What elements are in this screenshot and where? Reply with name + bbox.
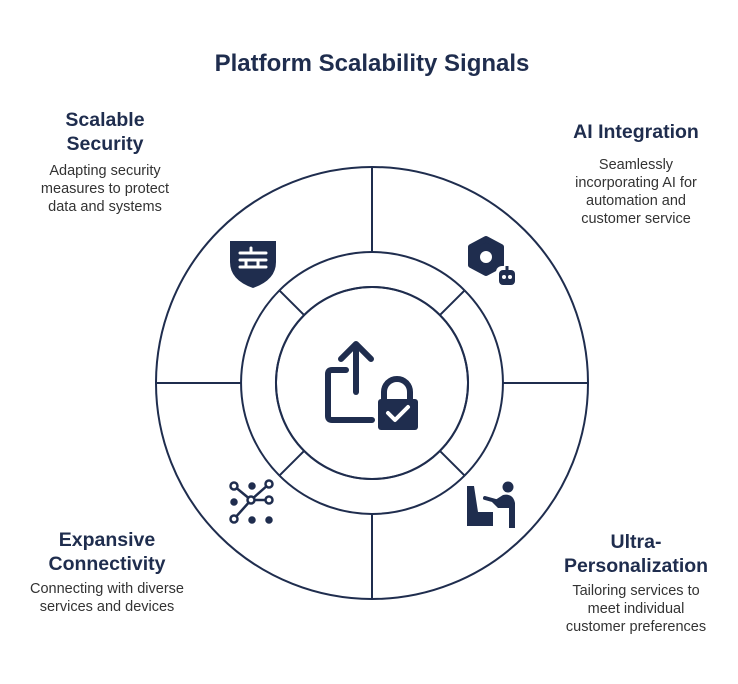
feature-heading: AI Integration [556, 120, 716, 144]
hexagon-robot-icon [468, 236, 518, 286]
network-nodes-icon [229, 479, 274, 524]
firewall-shield-icon [230, 241, 276, 288]
page-title: Platform Scalability Signals [214, 50, 530, 77]
description-line: Seamlessly [598, 157, 674, 173]
feature-description: Tailoring services to meet individual cu… [556, 582, 716, 636]
description-line: Connecting with diverse [30, 581, 184, 597]
person-chair-icon [467, 481, 515, 528]
description-line: automation and [586, 193, 686, 209]
feature-description: Seamlessly incorporating AI for automati… [556, 156, 716, 228]
feature-ultra-personalization: Ultra- Personalization Tailoring service… [556, 530, 716, 636]
feature-heading: Ultra- Personalization [556, 530, 716, 578]
feature-heading: Scalable Security [30, 108, 180, 156]
middle-ring [240, 251, 504, 515]
feature-description: Adapting security measures to protect da… [30, 162, 180, 216]
heading-line: Scalable [65, 109, 145, 131]
share-lock-icon [325, 341, 418, 430]
feature-heading: Expansive Connectivity [22, 528, 192, 576]
heading-line: Connectivity [48, 553, 166, 575]
heading-line: Expansive [58, 529, 156, 551]
description-line: measures to protect [40, 181, 170, 197]
feature-description: Connecting with diverse services and dev… [22, 580, 192, 616]
heading-line: AI Integration [573, 121, 699, 143]
feature-ai-integration: AI Integration Seamlessly incorporating … [556, 120, 716, 228]
heading-line: Ultra- [610, 531, 662, 553]
description-line: Adapting security [49, 163, 161, 179]
heading-line: Security [66, 133, 144, 155]
description-line: customer preferences [565, 619, 707, 635]
feature-scalable-security: Scalable Security Adapting security meas… [30, 108, 180, 216]
description-line: services and devices [39, 599, 175, 615]
description-line: Tailoring services to [572, 583, 700, 599]
heading-line: Personalization [563, 555, 709, 577]
description-line: customer service [581, 211, 691, 227]
feature-expansive-connectivity: Expansive Connectivity Connecting with d… [22, 528, 192, 616]
description-line: meet individual [587, 601, 685, 617]
description-line: data and systems [48, 199, 162, 215]
center-circle [275, 286, 469, 480]
description-line: incorporating AI for [575, 175, 697, 191]
